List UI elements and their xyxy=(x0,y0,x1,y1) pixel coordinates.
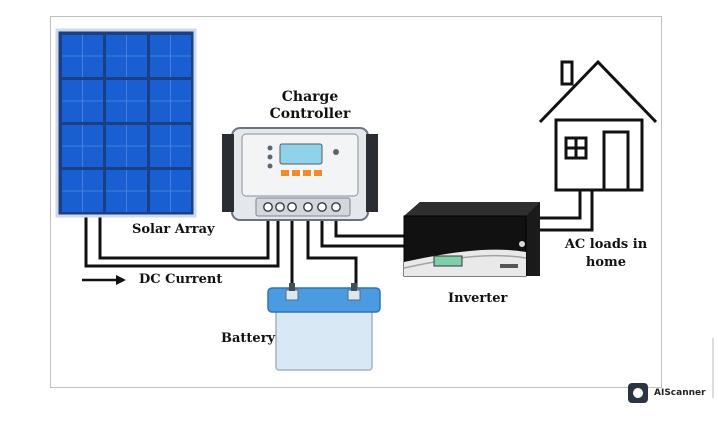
inverter xyxy=(403,202,540,277)
wire-inverter-to-house-2 xyxy=(540,190,594,232)
inverter-label: Inverter xyxy=(448,291,508,306)
inverter-display xyxy=(433,255,463,267)
charge-controller-label-line2: Controller xyxy=(269,106,351,122)
dc-current-arrow xyxy=(82,275,126,285)
solar-array-panel xyxy=(55,28,197,218)
controller-screen xyxy=(279,143,323,165)
ac-loads-label-line2: home xyxy=(585,255,627,270)
charge-controller-label-line1: Charge xyxy=(281,89,339,105)
ac-loads-label-line1: AC loads in xyxy=(564,237,648,252)
wire-inverter-to-house-1 xyxy=(540,190,582,220)
wires xyxy=(84,190,594,298)
house xyxy=(538,59,658,192)
scanner-logo-icon xyxy=(628,383,648,403)
charge-controller xyxy=(222,127,378,221)
wire-controller-to-inverter-1 xyxy=(320,212,410,248)
solar-array-label: Solar Array xyxy=(132,222,215,237)
scanner-watermark: AIScanner xyxy=(628,382,706,404)
battery-label: Battery xyxy=(221,331,276,346)
wire-solar-to-controller-2 xyxy=(84,212,280,268)
wire-solar-to-controller-1 xyxy=(98,212,270,260)
dc-current-label: DC Current xyxy=(139,272,223,287)
scanner-watermark-text: AIScanner xyxy=(654,388,706,398)
page-edge-line xyxy=(712,338,714,398)
wire-controller-to-battery-2 xyxy=(306,212,358,298)
battery xyxy=(267,283,381,371)
